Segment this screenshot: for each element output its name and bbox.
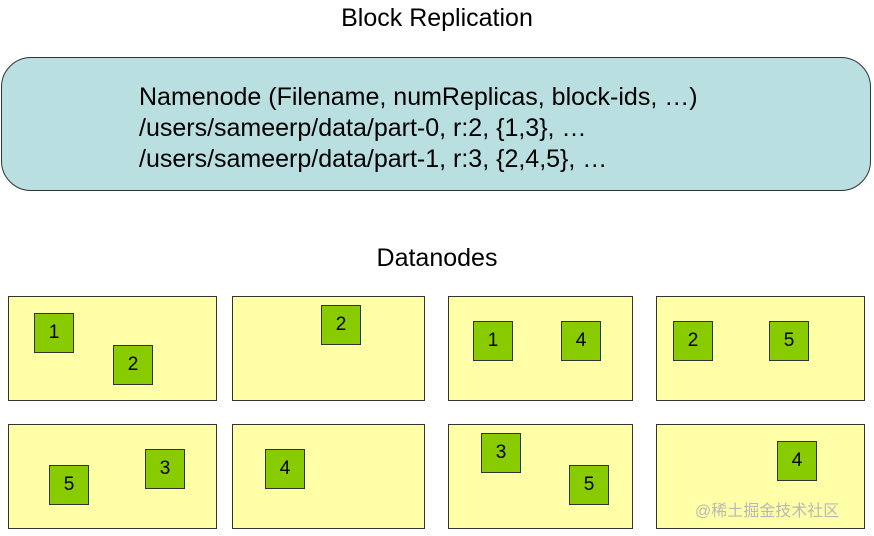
datanode-2: 2 [232,296,425,401]
datanode-1: 1 2 [8,296,217,401]
block: 1 [34,313,74,353]
block: 2 [673,321,713,361]
block: 5 [769,321,809,361]
datanode-7: 3 5 [448,424,633,529]
datanode-4: 2 5 [656,296,865,401]
watermark: @稀土掘金技术社区 [695,503,840,520]
block: 2 [321,305,361,345]
datanode-8: 4 [656,424,865,529]
datanodes-title: Datanodes [376,244,498,272]
block: 1 [473,321,513,361]
datanode-6: 4 [232,424,425,529]
block: 4 [561,321,601,361]
block: 5 [49,465,89,505]
block: 5 [569,465,609,505]
block: 4 [777,441,817,481]
block: 4 [265,449,305,489]
datanode-3: 1 4 [448,296,633,401]
datanode-5: 5 3 [8,424,217,529]
block: 3 [145,449,185,489]
diagram-title: Block Replication [341,4,533,32]
namenode-text: Namenode (Filename, numReplicas, block-i… [139,82,698,175]
namenode-box: Namenode (Filename, numReplicas, block-i… [1,57,871,191]
block: 2 [113,345,153,385]
namenode-file-line: /users/sameerp/data/part-0, r:2, {1,3}, … [139,114,587,142]
namenode-file-line: /users/sameerp/data/part-1, r:3, {2,4,5}… [139,145,608,173]
namenode-header-line: Namenode (Filename, numReplicas, block-i… [139,83,698,111]
block: 3 [481,433,521,473]
